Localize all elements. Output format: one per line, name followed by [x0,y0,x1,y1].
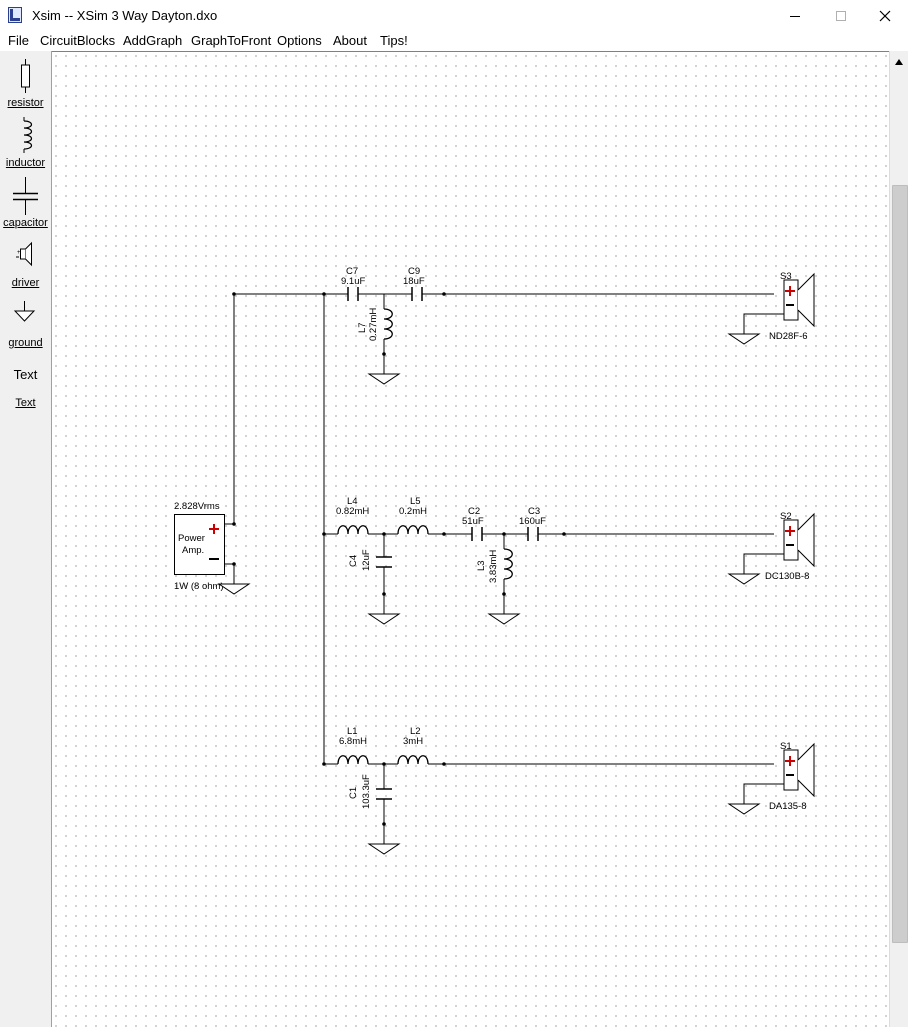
c2-value: 51uF [462,516,484,527]
palette-inductor[interactable]: inductor [0,117,51,177]
palette-driver[interactable]: + driver [0,237,51,297]
l1-name: L1 [347,726,358,737]
resistor-icon [21,59,30,93]
source-name-line1: Power [178,533,205,544]
inductor-l7[interactable] [383,308,393,340]
l3-name: L3 [476,560,487,571]
svg-text:+: + [17,250,21,256]
menu-file[interactable]: File [8,33,29,48]
scroll-up-button[interactable] [891,54,907,70]
palette-resistor[interactable]: resistor [0,57,51,117]
s3-name: S3 [780,271,792,282]
palette-text-label: Text [15,397,36,409]
l1-value: 6.8mH [339,736,367,747]
l2-value: 3mH [403,736,423,747]
l7-value: 0.27mH [368,308,379,341]
c4-value: 12uF [361,549,372,571]
capacitor-c9[interactable] [411,287,423,301]
vertical-scrollbar[interactable] [889,51,908,1027]
c9-name: C9 [408,266,420,277]
component-palette: resistor inductor capacitor + driver [0,51,52,1027]
menu-circuit-blocks[interactable]: CircuitBlocks [40,33,116,48]
s2-model: DC130B-8 [765,571,809,582]
inductor-l1[interactable] [337,755,369,765]
menu-about[interactable]: About [333,33,367,48]
maximize-button[interactable] [818,0,864,31]
junction-dots [232,292,566,826]
ground-symbol[interactable] [368,843,400,855]
scroll-up-icon [895,59,903,65]
ground-symbol[interactable] [728,803,760,815]
palette-resistor-label: resistor [7,97,44,109]
schematic-canvas[interactable]: Power Amp. 2.828Vrms 1W (8 ohm) C7 9.1uF… [52,51,889,1028]
inductor-l5[interactable] [397,525,429,535]
capacitor-c1[interactable] [376,788,392,800]
ground-symbol[interactable] [728,573,760,585]
xsim-app-icon[interactable] [8,7,22,23]
title-bar: Xsim -- XSim 3 Way Dayton.dxo [0,0,908,31]
l2-name: L2 [410,726,421,737]
c3-name: C3 [528,506,540,517]
power-amp-source[interactable]: Power Amp. 2.828Vrms 1W (8 ohm) [174,501,225,592]
inductor-icon [23,117,33,153]
capacitor-c4[interactable] [376,556,392,568]
s2-name: S2 [780,511,792,522]
c7-name: C7 [346,266,358,277]
s1-name: S1 [780,741,792,752]
c9-value: 18uF [403,276,425,287]
close-button[interactable] [862,0,908,31]
minimize-icon [790,15,800,17]
inductor-l4[interactable] [337,525,369,535]
ground-symbol[interactable] [368,613,400,625]
wires [224,293,784,844]
palette-capacitor-label: capacitor [3,217,48,229]
s1-model: DA135-8 [769,801,807,812]
palette-ground[interactable]: ground [0,297,51,357]
l4-name: L4 [347,496,358,507]
ground-symbol[interactable] [728,333,760,345]
scroll-thumb[interactable] [892,185,908,943]
ground-symbol[interactable] [368,373,400,385]
capacitor-icon [13,177,38,215]
menu-tips[interactable]: Tips! [380,33,408,48]
menu-graph-to-front[interactable]: GraphToFront [191,33,272,48]
source-load: 1W (8 ohm) [174,581,224,592]
c4-name: C4 [348,555,359,567]
palette-ground-label: ground [8,337,43,349]
capacitor-c7[interactable] [347,287,359,301]
inductor-l2[interactable] [397,755,429,765]
capacitor-c3[interactable] [527,527,539,541]
driver-icon: + [16,241,32,267]
source-name-line2: Amp. [182,545,204,556]
l4-value: 0.82mH [336,506,369,517]
palette-capacitor[interactable]: capacitor [0,177,51,237]
inductor-l3[interactable] [503,548,513,580]
ground-icon [13,301,36,322]
c1-name: C1 [348,787,359,799]
l7-name: L7 [357,322,368,333]
menu-bar: File CircuitBlocks AddGraph GraphToFront… [0,31,908,51]
menu-add-graph[interactable]: AddGraph [123,33,183,48]
s3-model: ND28F-6 [769,331,808,342]
palette-inductor-label: inductor [5,157,46,169]
minimize-button[interactable] [772,0,818,31]
close-icon [879,10,891,21]
l5-name: L5 [410,496,421,507]
palette-text-preview: Text [13,367,38,382]
l3-value: 3.83mH [488,550,499,583]
source-voltage: 2.828Vrms [174,501,220,512]
ground-symbol[interactable] [488,613,520,625]
maximize-icon [836,10,846,21]
menu-options[interactable]: Options [277,33,322,48]
palette-driver-label: driver [11,277,40,289]
c7-value: 9.1uF [341,276,365,287]
palette-text[interactable]: Text Text [0,361,51,411]
c2-name: C2 [468,506,480,517]
window-title: Xsim -- XSim 3 Way Dayton.dxo [32,8,218,23]
l5-value: 0.2mH [399,506,427,517]
c1-value: 103.3uF [361,774,372,809]
capacitor-c2[interactable] [471,527,483,541]
c3-value: 160uF [519,516,546,527]
